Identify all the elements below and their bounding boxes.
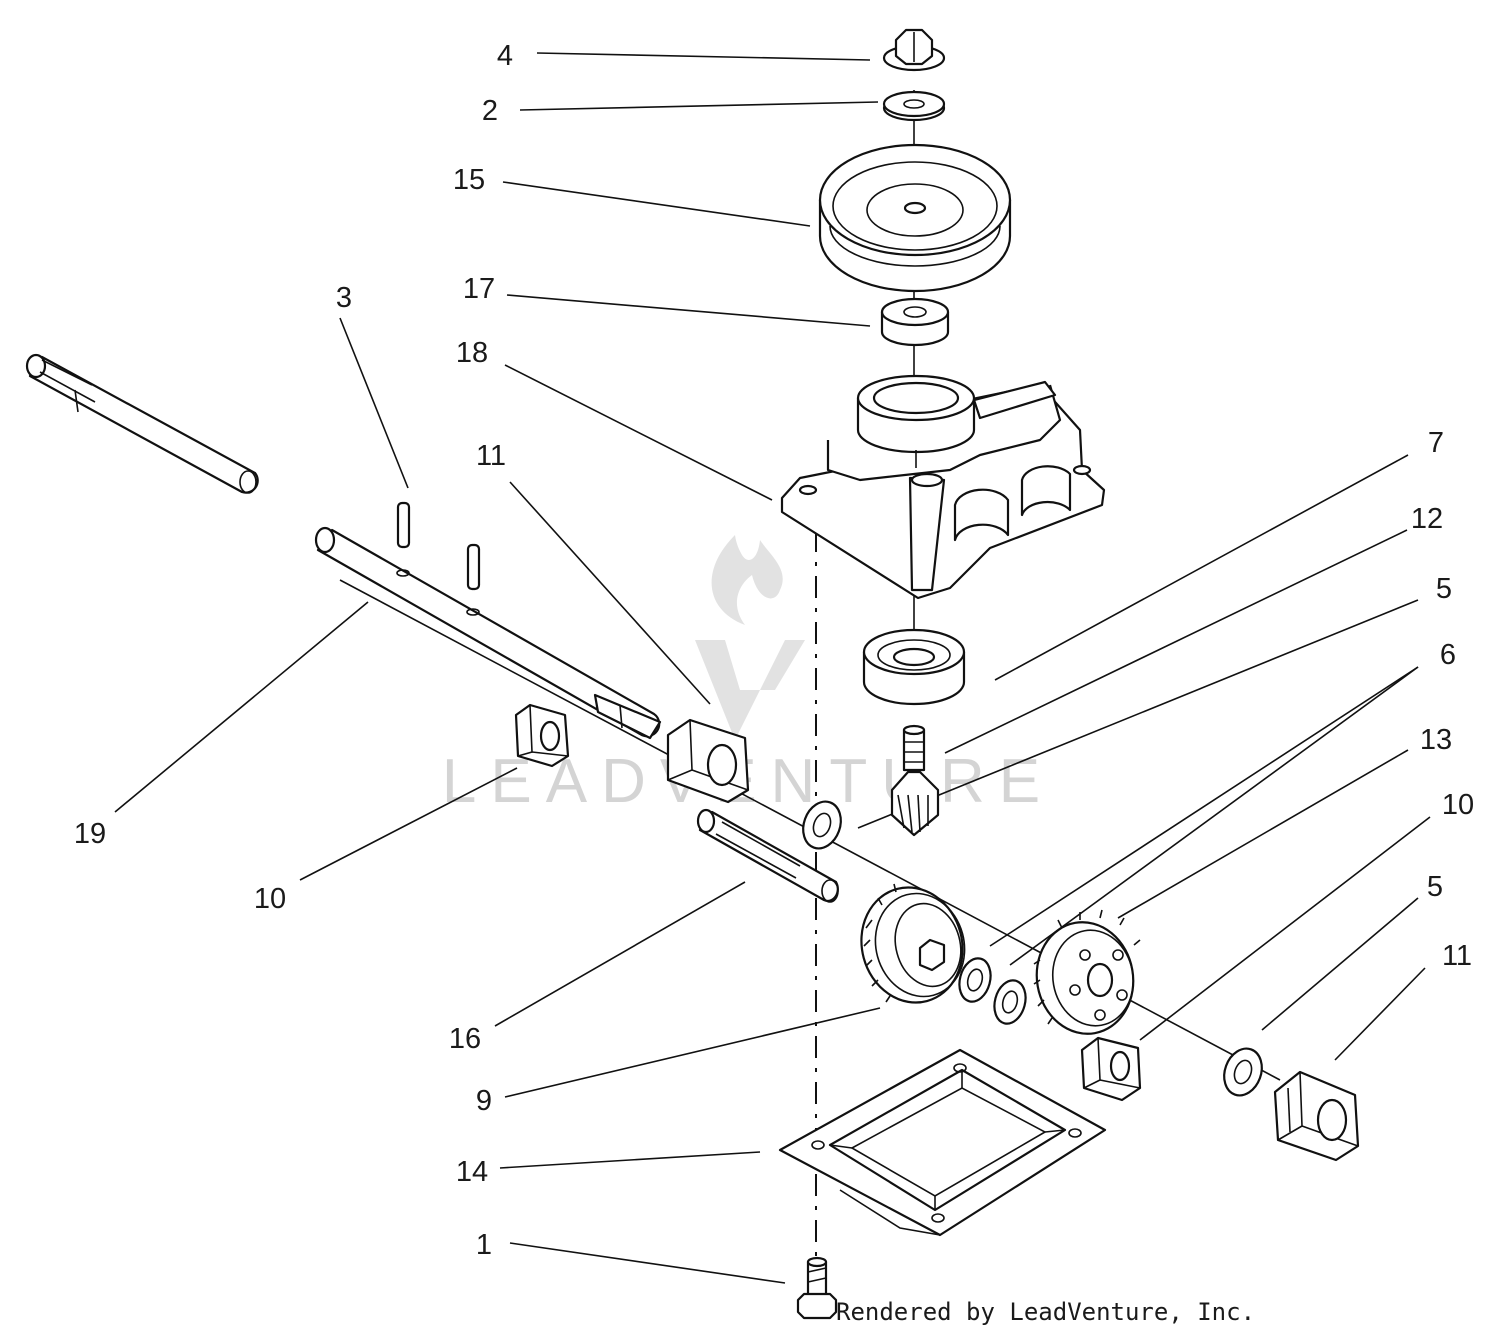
part-10-bushing-right (1080, 1036, 1142, 1102)
callout-3: 3 (336, 282, 352, 314)
callout-11: 11 (476, 440, 506, 472)
callout-10: 10 (254, 883, 286, 915)
callout-7: 7 (1428, 427, 1444, 459)
part-1-bolt (796, 1256, 838, 1320)
callout-labels: 4 2 15 17 18 3 11 19 10 16 9 14 1 7 12 5… (74, 40, 1474, 1261)
part-5-thrust-washer-lower (1223, 1047, 1263, 1097)
part-19-drive-shaft (314, 526, 662, 740)
callout-12: 12 (1411, 503, 1443, 535)
part-3-pins (396, 501, 481, 616)
callout-16: 16 (449, 1023, 481, 1055)
part-14-cover-plate (778, 1048, 1107, 1237)
part-4-flange-nut (882, 28, 946, 72)
callout-17: 17 (463, 273, 495, 305)
callout-4: 4 (497, 40, 513, 72)
callout-14: 14 (456, 1156, 488, 1188)
part-11-bushing-right (1273, 1070, 1360, 1162)
part-10-bushing-left (514, 703, 570, 768)
callout-5: 5 (1436, 573, 1452, 605)
part-7-bearing (862, 628, 966, 706)
part-2-washer (882, 90, 946, 122)
callout-10b: 10 (1442, 789, 1474, 821)
part-13-spur-gear (1033, 909, 1141, 1035)
callout-1: 1 (476, 1229, 492, 1261)
callout-9: 9 (476, 1085, 492, 1117)
part-18-gearbox-housing (780, 374, 1106, 600)
part-17-spacer (880, 297, 950, 347)
part-6-washers (958, 957, 1027, 1025)
part-5-thrust-washer-upper (802, 800, 842, 850)
callout-13: 13 (1420, 724, 1452, 756)
render-credit: Rendered by LeadVenture, Inc. (836, 1298, 1255, 1326)
callout-18: 18 (456, 337, 488, 369)
callout-11b: 11 (1442, 940, 1472, 972)
callout-5b: 5 (1427, 871, 1443, 903)
part-16-gear-shaft (696, 808, 839, 903)
part-9-gear (860, 883, 966, 1004)
part-19-axle-shaft (25, 353, 259, 494)
callout-19: 19 (74, 818, 106, 850)
part-15-pulley (818, 143, 1012, 293)
part-12-pinion-gear (890, 724, 940, 837)
leader-lines (114, 52, 1431, 1284)
callout-6: 6 (1440, 639, 1456, 671)
callout-15: 15 (453, 164, 485, 196)
part-11-bushing-left (666, 718, 750, 804)
callout-2: 2 (482, 95, 498, 127)
